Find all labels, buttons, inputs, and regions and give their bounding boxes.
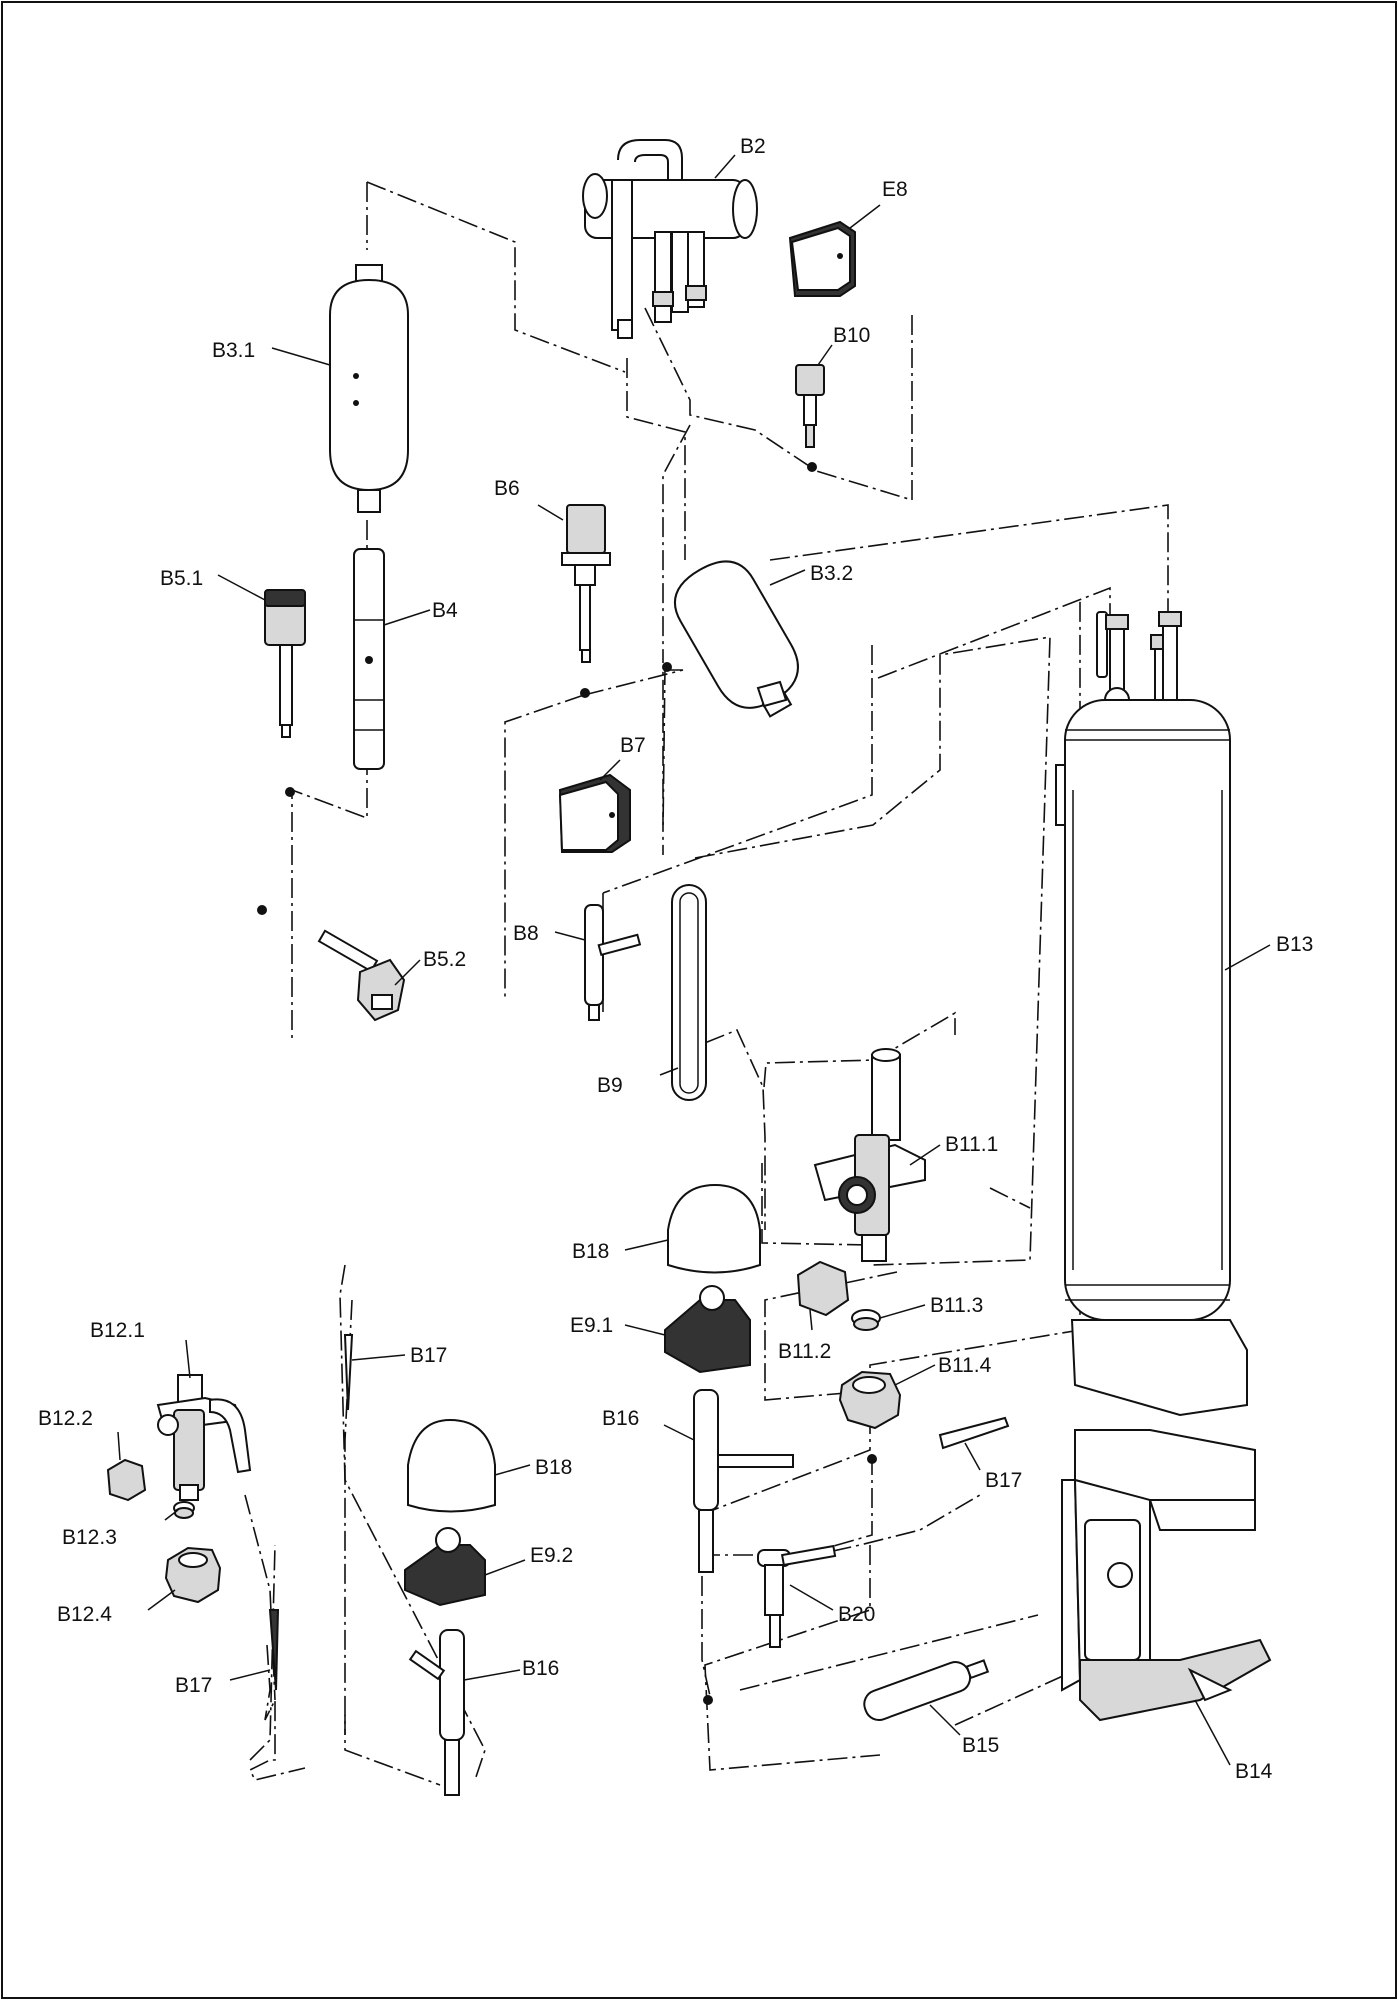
callout-e9-1: E9.1 bbox=[570, 1314, 613, 1337]
callout-b16-bottom: B16 bbox=[522, 1657, 559, 1680]
callout-b12-1: B12.1 bbox=[90, 1319, 145, 1342]
b17-bottom-pin bbox=[268, 1609, 280, 1691]
callout-b17-right: B17 bbox=[985, 1469, 1022, 1492]
b3-2-muffler bbox=[673, 560, 799, 718]
callout-b3-1: B3.1 bbox=[212, 339, 255, 362]
b4-pipe bbox=[353, 548, 385, 770]
b13-compressor bbox=[1055, 611, 1248, 1417]
callout-b8: B8 bbox=[513, 922, 539, 945]
callout-b17-left: B17 bbox=[410, 1344, 447, 1367]
callout-b9: B9 bbox=[597, 1074, 623, 1097]
callout-b5-1: B5.1 bbox=[160, 567, 203, 590]
junction-dots bbox=[257, 462, 877, 1705]
b10-service-port bbox=[795, 364, 825, 448]
b12-2-cap bbox=[106, 1458, 147, 1502]
b6-sensor bbox=[561, 504, 611, 663]
b5-1-sensor bbox=[264, 589, 306, 738]
b16-bottom-valve bbox=[408, 1629, 465, 1796]
callout-e9-2: E9.2 bbox=[530, 1544, 573, 1567]
callout-b7: B7 bbox=[620, 734, 646, 757]
e9-1-coil bbox=[664, 1285, 751, 1374]
callout-e8: E8 bbox=[882, 178, 908, 201]
b2-four-way-valve bbox=[582, 139, 758, 339]
callout-b6: B6 bbox=[494, 477, 520, 500]
callout-b18-bottom: B18 bbox=[535, 1456, 572, 1479]
leader-lines bbox=[117, 154, 1271, 1766]
callout-labels: B2 E8 B10 B3.1 B6 B3.2 B5.1 B4 B7 B8 B5.… bbox=[38, 135, 1313, 1783]
callout-b13: B13 bbox=[1276, 933, 1313, 956]
b5-2-valve-cap bbox=[317, 929, 406, 1022]
callout-b11-3: B11.3 bbox=[930, 1294, 983, 1317]
b7-coil bbox=[558, 773, 631, 853]
b9-pipe-loop bbox=[671, 884, 707, 1101]
callout-b11-4: B11.4 bbox=[938, 1354, 992, 1377]
callout-b15: B15 bbox=[962, 1734, 999, 1757]
b11-1-service-valve bbox=[813, 1048, 926, 1262]
callout-b16-top: B16 bbox=[602, 1407, 639, 1430]
callout-b18-top: B18 bbox=[572, 1240, 609, 1263]
b14-mounting-bracket bbox=[1061, 1429, 1272, 1722]
b12-3-ring bbox=[173, 1501, 195, 1519]
b17-left-pin bbox=[343, 1334, 354, 1411]
callout-b5-2: B5.2 bbox=[423, 948, 466, 971]
callout-b12-4: B12.4 bbox=[57, 1603, 112, 1626]
callout-b20: B20 bbox=[838, 1603, 875, 1626]
callout-b14: B14 bbox=[1235, 1760, 1273, 1783]
callout-b4: B4 bbox=[432, 599, 458, 622]
b11-3-ring bbox=[851, 1309, 881, 1331]
e8-coil bbox=[788, 220, 856, 297]
b20-valve bbox=[757, 1544, 837, 1648]
b18-top-cap bbox=[667, 1183, 761, 1274]
e9-2-coil bbox=[404, 1527, 486, 1607]
callout-b3-2: B3.2 bbox=[810, 562, 853, 585]
b16-top-valve bbox=[693, 1389, 794, 1573]
b11-2-cap bbox=[796, 1260, 850, 1317]
b15-strainer bbox=[863, 1659, 990, 1721]
callout-b2: B2 bbox=[740, 135, 766, 158]
b18-bottom-cap bbox=[407, 1418, 496, 1513]
callout-b12-3: B12.3 bbox=[62, 1526, 117, 1549]
b3-1-accumulator bbox=[329, 264, 409, 513]
b17-right-pin bbox=[938, 1416, 1010, 1450]
b8-valve bbox=[584, 904, 642, 1021]
b12-1-service-valve bbox=[156, 1374, 252, 1501]
b11-4-nut bbox=[838, 1370, 902, 1430]
callout-b11-1: B11.1 bbox=[945, 1133, 998, 1156]
callout-b12-2: B12.2 bbox=[38, 1407, 93, 1430]
b12-4-nut bbox=[164, 1546, 222, 1604]
callout-b17-bottom: B17 bbox=[175, 1674, 212, 1697]
callout-b10: B10 bbox=[833, 324, 870, 347]
callout-b11-2: B11.2 bbox=[778, 1340, 831, 1363]
